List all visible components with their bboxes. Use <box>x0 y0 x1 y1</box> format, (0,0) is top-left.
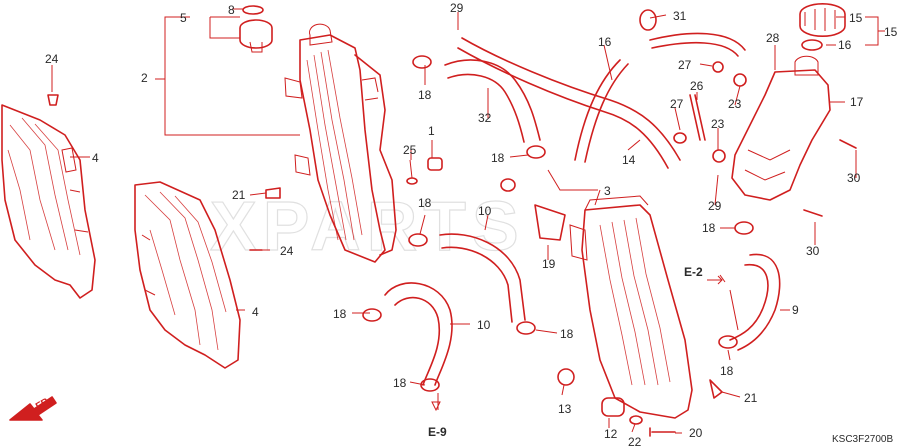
callout-18-d: 18 <box>333 307 347 321</box>
callout-9: 9 <box>792 303 799 317</box>
callout-18-b: 18 <box>418 196 432 210</box>
callout-26: 26 <box>690 79 704 93</box>
callout-21-left: 21 <box>232 188 246 202</box>
callout-11: 10 <box>478 204 492 218</box>
radiator-shroud-outer <box>1 104 96 299</box>
callout-27-top: 27 <box>678 58 692 72</box>
hose-11 <box>439 233 526 323</box>
callout-21-right: 21 <box>744 391 758 405</box>
callout-5: 5 <box>180 11 187 25</box>
callout-20: 20 <box>689 426 703 440</box>
small-hardware <box>47 61 857 437</box>
reserve-tank <box>731 55 831 201</box>
callout-28: 28 <box>766 31 780 45</box>
callout-3: 3 <box>604 184 611 198</box>
callout-19: 19 <box>542 257 556 271</box>
callout-32: 32 <box>478 111 492 125</box>
watermark: XPARTS <box>210 187 525 265</box>
callout-17: 17 <box>850 95 864 109</box>
hose-9 <box>729 253 781 351</box>
callout-27-mid: 27 <box>670 97 684 111</box>
callout-14: 16 <box>598 35 612 49</box>
radiator-shroud-inner <box>134 181 241 369</box>
front-arrow: FR. <box>9 395 57 421</box>
callout-2: 2 <box>141 71 148 85</box>
callout-30-mid: 30 <box>806 244 820 258</box>
reserve-tank-cap <box>799 2 846 51</box>
ref-e9: E-9 <box>428 425 447 439</box>
callout-31: 31 <box>673 9 687 23</box>
callout-6: 12 <box>604 427 618 441</box>
callout-18-e: 18 <box>560 327 574 341</box>
callout-13: 15 <box>849 11 863 25</box>
radiator-cap <box>239 5 273 53</box>
callout-18-f: 18 <box>393 376 407 390</box>
radiator-left <box>284 23 397 263</box>
callout-10: 10 <box>477 318 491 332</box>
leader-lines <box>51 8 885 434</box>
callout-1: 1 <box>428 124 435 138</box>
callout-25: 25 <box>403 143 417 157</box>
ref-arrow-e2 <box>707 275 723 285</box>
callout-18-g: 18 <box>702 221 716 235</box>
callout-22: 22 <box>628 435 642 448</box>
callout-12: 14 <box>622 153 636 167</box>
hose-32 <box>444 59 541 143</box>
callout-23-mid: 23 <box>711 117 725 131</box>
callout-29-mid: 29 <box>708 199 722 213</box>
callout-23-top: 23 <box>728 97 742 111</box>
ref-e2: E-2 <box>684 265 703 279</box>
diagram-code: KSC3F2700B <box>832 434 893 445</box>
callout-18-h: 18 <box>720 364 734 378</box>
hose-10 <box>384 282 453 386</box>
callout-4-left: 4 <box>92 151 99 165</box>
hose-12-and-14 <box>457 37 681 169</box>
callout-24-top: 24 <box>45 52 59 66</box>
callout-30-top: 30 <box>847 171 861 185</box>
callout-24-mid: 24 <box>280 244 294 258</box>
callout-18-a: 18 <box>418 88 432 102</box>
callout-15: 15 <box>884 25 898 39</box>
callout-29-top: 29 <box>450 1 464 15</box>
radiator-right <box>569 195 693 419</box>
callout-8: 8 <box>228 3 235 17</box>
callout-16: 16 <box>838 38 852 52</box>
callout-18-c: 18 <box>491 151 505 165</box>
hose-clamps <box>362 9 754 392</box>
hose-31 <box>649 32 746 57</box>
callout-7: 13 <box>558 402 572 416</box>
callout-4-mid: 4 <box>252 305 259 319</box>
